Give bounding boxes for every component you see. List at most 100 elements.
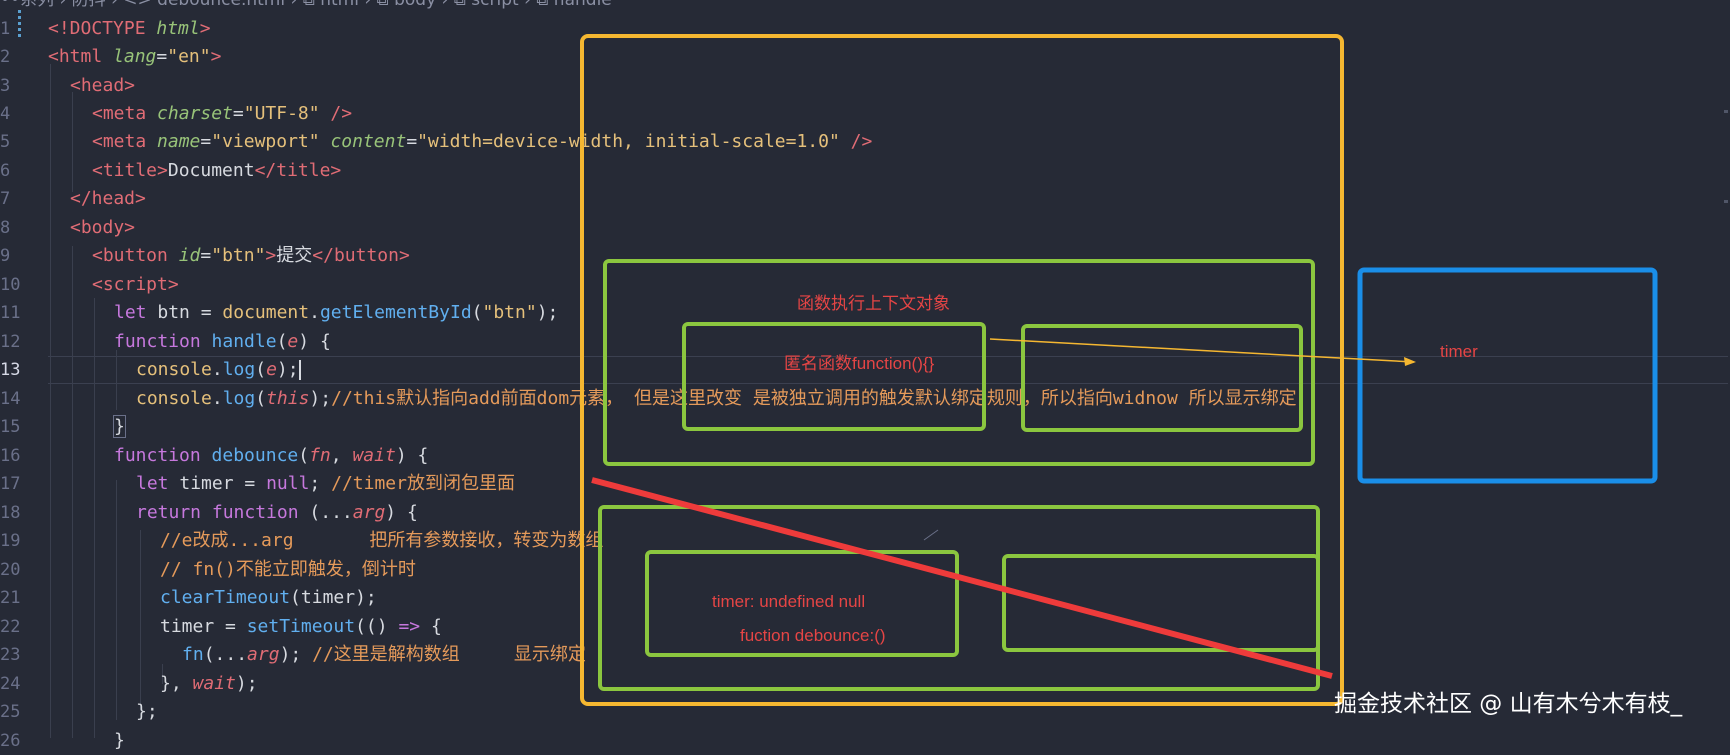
code-line[interactable]: <head> xyxy=(70,72,135,100)
git-change-indicator xyxy=(18,10,21,40)
line-number: 9 xyxy=(0,246,11,266)
code-line[interactable]: <!DOCTYPE html> xyxy=(48,15,211,43)
code-line[interactable]: return function (...arg) { xyxy=(136,499,418,527)
code-token: . xyxy=(211,359,223,380)
code-token: ) { xyxy=(385,502,418,523)
code-line[interactable]: <button id="btn">提交</button> xyxy=(92,242,410,270)
code-token: ( xyxy=(255,359,267,380)
code-token: clearTimeout xyxy=(160,587,291,608)
code-token: arg xyxy=(352,502,386,523)
right-inner-box xyxy=(1021,324,1303,432)
line-number: 3 xyxy=(0,76,11,96)
code-token: null xyxy=(266,473,310,494)
breadcrumb[interactable]: ••系列 › 防抖 › <> debounce.html › ⧉ html › … xyxy=(0,0,612,10)
code-token: (... xyxy=(203,644,248,665)
code-token: = xyxy=(200,131,212,152)
code-token: ( xyxy=(298,445,310,466)
code-line[interactable]: clearTimeout(timer); xyxy=(160,584,377,612)
line-number: 2 xyxy=(0,47,11,67)
indent-guide xyxy=(140,530,141,710)
code-token: } xyxy=(113,415,126,438)
code-token: ; xyxy=(309,473,332,494)
anonymous-function-box xyxy=(682,322,986,431)
code-token: function xyxy=(211,502,310,523)
code-token: console xyxy=(136,388,212,409)
watermark: 掘金技术社区 @ 山有木兮木有枝_ xyxy=(1334,691,1683,717)
code-token: timer xyxy=(300,587,356,608)
code-token: /> xyxy=(839,131,873,152)
code-token: "UTF-8" xyxy=(243,103,320,124)
code-line[interactable]: let timer = null; //timer放到闭包里面 xyxy=(136,470,515,498)
code-line[interactable]: // fn()不能立即触发，倒计时 xyxy=(160,556,416,584)
context-object-label: 函数执行上下文对象 xyxy=(797,294,950,313)
line-number-gutter: 1 2 3 4 5 6 7 8 9 10 11 12 13 14 15 16 1… xyxy=(0,0,28,751)
code-token: name xyxy=(157,131,201,152)
code-line[interactable]: <body> xyxy=(70,214,135,242)
context-object-box xyxy=(603,259,1315,466)
code-token: ); xyxy=(355,587,377,608)
code-line[interactable]: timer = setTimeout(() => { xyxy=(160,613,442,641)
code-token: timer xyxy=(160,616,215,637)
code-token: btn xyxy=(157,302,190,323)
code-token: </head> xyxy=(70,188,146,209)
code-line[interactable]: }, wait); xyxy=(160,670,258,698)
code-token: <!DOCTYPE xyxy=(48,18,157,39)
code-token: arg xyxy=(247,644,280,665)
code-comment: //timer放到闭包里面 xyxy=(331,473,515,494)
code-token: html xyxy=(156,18,200,39)
code-line[interactable]: console.log(e); xyxy=(136,356,301,384)
line-number: 4 xyxy=(0,104,11,124)
code-token: id xyxy=(178,245,201,266)
code-comment: //这里是解构数组 显示绑定 xyxy=(312,644,586,665)
code-token: "btn" xyxy=(211,245,266,266)
code-line[interactable]: <html lang="en"> xyxy=(48,43,221,71)
code-token: = xyxy=(156,46,168,67)
code-token: }; xyxy=(136,701,158,722)
code-token: "viewport" xyxy=(211,131,320,152)
code-token: = xyxy=(233,473,267,494)
code-line[interactable]: function handle(e) { xyxy=(114,328,331,356)
code-line[interactable]: } xyxy=(113,413,126,441)
code-token: <html xyxy=(48,46,114,67)
code-token: fn xyxy=(182,644,204,665)
code-token: > xyxy=(265,245,277,266)
line-number: 8 xyxy=(0,218,11,238)
code-token: log xyxy=(222,388,256,409)
code-token: /> xyxy=(319,103,353,124)
code-token: ); xyxy=(536,302,559,323)
code-token: ) { xyxy=(298,331,331,352)
code-line[interactable]: let btn = document.getElementById("btn")… xyxy=(114,299,558,327)
code-line[interactable]: fn(...arg); //这里是解构数组 显示绑定 xyxy=(182,641,586,669)
code-token: = xyxy=(406,131,418,152)
code-token: { xyxy=(420,616,442,637)
code-token: setTimeout xyxy=(246,616,356,637)
code-line[interactable]: <script> xyxy=(92,271,179,299)
outer-frame-box xyxy=(580,34,1344,706)
code-line[interactable]: <title>Document</title> xyxy=(92,157,341,185)
line-number: 6 xyxy=(0,161,11,181)
code-token: , xyxy=(330,445,353,466)
debounce-label: fuction debounce:() xyxy=(740,626,886,645)
code-line[interactable]: function debounce(fn, wait) { xyxy=(114,442,428,470)
code-token: . xyxy=(211,388,223,409)
code-line[interactable]: </head> xyxy=(70,185,146,213)
code-token: "width=device-width, initial-scale=1.0" xyxy=(417,131,840,152)
code-line[interactable]: <meta charset="UTF-8" /> xyxy=(92,100,352,128)
anonymous-function-label: 匿名函数function(){} xyxy=(784,354,935,373)
code-token: ( xyxy=(255,388,267,409)
code-token: (() xyxy=(355,616,399,637)
indent-guide xyxy=(116,350,117,410)
code-line[interactable]: }; xyxy=(136,698,158,726)
code-token: ); xyxy=(276,359,299,380)
code-token: <head> xyxy=(70,75,136,96)
line-number: 5 xyxy=(0,132,11,152)
code-token: = xyxy=(189,302,223,323)
code-token: wait xyxy=(192,673,236,694)
code-line[interactable]: //e改成...arg 把所有参数接收，转变为数组 xyxy=(160,527,603,555)
code-token: ); xyxy=(309,388,332,409)
code-token: lang xyxy=(113,46,157,67)
code-line[interactable]: <meta name="viewport" content="width=dev… xyxy=(92,128,872,156)
code-token: e xyxy=(266,359,277,380)
code-token: ); xyxy=(235,673,258,694)
code-line[interactable]: console.log(this);//this默认指向add前面dom元素， … xyxy=(136,385,1297,413)
